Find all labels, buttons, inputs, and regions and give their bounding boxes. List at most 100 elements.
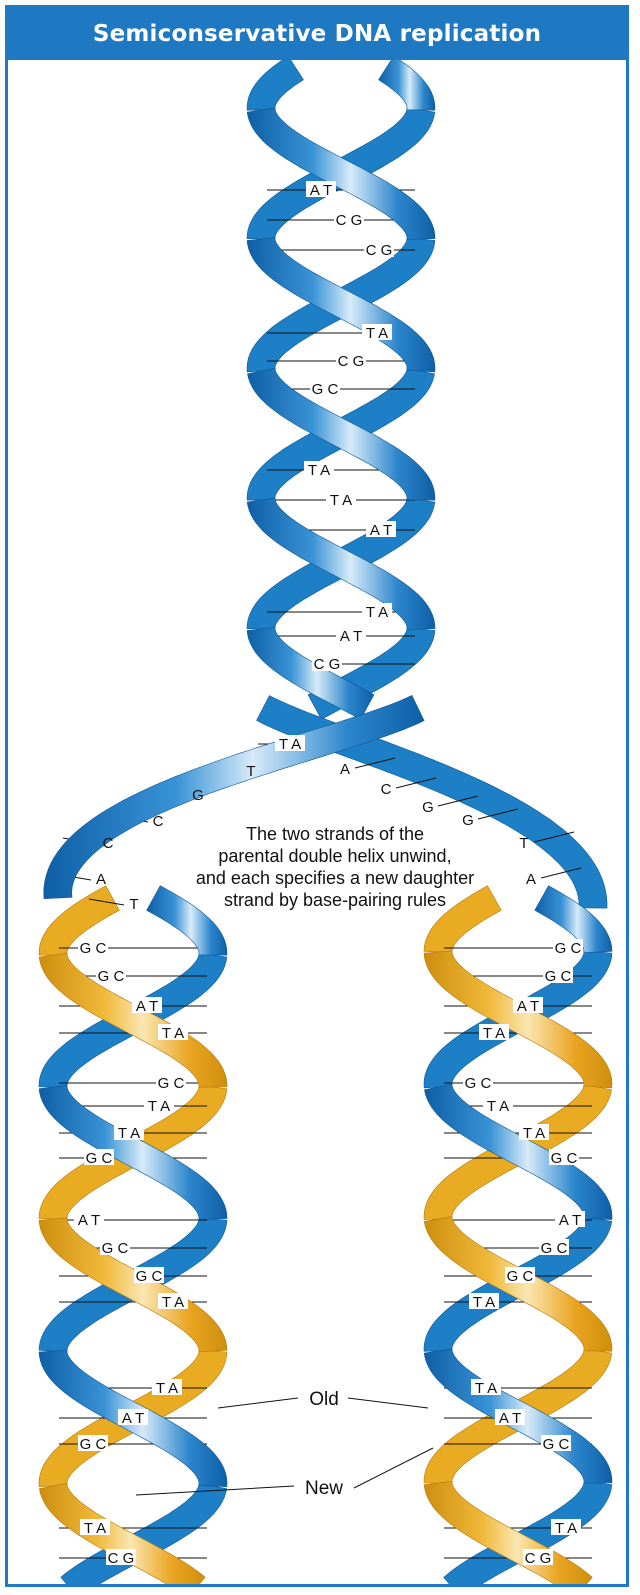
caption-line-1: The two strands of the	[246, 824, 424, 844]
base-pair-label-bg	[549, 1149, 579, 1165]
base-pair-label: G C	[312, 381, 339, 398]
base-pair-label: A T	[310, 182, 332, 199]
parental-strand-segment	[246, 107, 436, 240]
base-pair-label: T A	[148, 1098, 170, 1115]
base-pair-label-bg	[144, 1097, 174, 1113]
left-daughter-strand-segment	[38, 952, 228, 1088]
base-pair-label: C G	[336, 212, 363, 229]
base-pair-label: T A	[487, 1098, 509, 1115]
base-pair-label: T A	[330, 492, 352, 509]
base-pair-label: T A	[483, 1025, 505, 1042]
base-pair-label: G C	[543, 1436, 570, 1453]
base-pair-label: A T	[499, 1410, 521, 1427]
base-pair-label-bg	[505, 1267, 535, 1283]
base-tick	[437, 795, 479, 807]
base-pair-label: T A	[473, 1294, 495, 1311]
base-pair-label: G C	[541, 1240, 568, 1257]
right-daughter-strand-segment	[424, 1083, 613, 1220]
base-pair-label-bg	[74, 1211, 104, 1227]
base-pair-label: G C	[555, 940, 582, 957]
base-pair-label: T A	[366, 325, 388, 342]
caption-line-2: parental double helix unwind,	[218, 846, 451, 866]
base-pair-label: G C	[465, 1075, 492, 1092]
base-pair-label-bg	[471, 1379, 501, 1395]
base-pair-label-bg	[336, 627, 366, 643]
parental-strand-segment	[246, 627, 375, 720]
parental-strand-segment	[246, 497, 436, 630]
base-pair-label: T A	[118, 1125, 140, 1142]
base-pair-label: C G	[314, 656, 341, 673]
base-pair-label-bg	[118, 1409, 148, 1425]
base-pair-label-bg	[78, 1435, 108, 1451]
base-pair-label-bg	[100, 1239, 130, 1255]
fork-right-base: A	[526, 871, 536, 888]
fork-left-base: C	[153, 813, 164, 830]
fork-right-base: G	[422, 799, 434, 816]
base-pair-label-bg	[132, 997, 162, 1013]
base-pair-label-bg	[362, 603, 392, 619]
base-pair-label: T A	[523, 1125, 545, 1142]
base-pair-label-bg	[469, 1293, 499, 1309]
base-pair-label-bg	[158, 1024, 188, 1040]
base-pair-label-bg	[553, 939, 583, 955]
base-pair-label-bg	[513, 997, 543, 1013]
base-pair-label: G C	[551, 1150, 578, 1167]
base-pair-label: T A	[162, 1025, 184, 1042]
base-pair-label: A T	[370, 522, 392, 539]
base-pair-label-bg	[84, 1149, 114, 1165]
base-pair-label-bg	[336, 352, 366, 368]
parental-strand-segment	[247, 367, 436, 501]
fork-right-base: A	[340, 761, 350, 778]
base-pair-label: T A	[555, 1520, 577, 1537]
caption-line-3: and each specifies a new daughter	[196, 868, 474, 888]
base-pair-label-bg	[158, 1293, 188, 1309]
base-pair-label: T A	[84, 1520, 106, 1537]
base-tick	[540, 867, 582, 879]
fork-left-base: T	[246, 763, 255, 780]
base-pair-label: C G	[525, 1550, 552, 1567]
base-pair-label: C G	[366, 242, 393, 259]
right-daughter-strand-segment	[534, 885, 613, 954]
parental-strand-segment	[378, 55, 436, 111]
base-pair-label-bg	[275, 735, 305, 751]
old-strand-callout: Old	[217, 1389, 429, 1410]
left-daughter-strand-segment	[146, 885, 228, 956]
base-pair-label-bg	[304, 461, 334, 477]
fork-right-base: C	[381, 781, 392, 798]
base-pair-label-bg	[543, 967, 573, 983]
base-pair-label-bg	[364, 241, 394, 257]
base-pair-labels: A TC GC GT AC GG CT AT AA TT AA TC GT AT…	[74, 181, 585, 1567]
base-tick	[354, 757, 396, 769]
base-pair-label-bg	[312, 655, 342, 671]
base-pair-label: T A	[162, 1294, 184, 1311]
base-tick	[88, 898, 125, 906]
dna-replication-diagram: A TC GC GT AC GG CT AT AA TT AA TC GT AT…	[38, 55, 613, 1584]
base-pair-label-bg	[551, 1519, 581, 1535]
base-pair-label: A T	[517, 998, 539, 1015]
fork-left-base: T	[129, 896, 138, 913]
base-tick	[533, 831, 575, 843]
base-pair-label: T A	[366, 604, 388, 621]
base-pair-label: G C	[158, 1075, 185, 1092]
parental-strand-segment	[246, 55, 304, 111]
base-tick	[395, 777, 437, 789]
base-pair-label-bg	[96, 967, 126, 983]
base-pair-label-bg	[326, 491, 356, 507]
base-pair-label-bg	[334, 211, 364, 227]
base-pair-label: C G	[338, 353, 365, 370]
base-pair-label: G C	[80, 1436, 107, 1453]
base-pair-label: A T	[136, 998, 158, 1015]
left-daughter-strand-segment	[60, 1483, 227, 1584]
base-tick	[477, 808, 519, 820]
base-pair-label-bg	[366, 521, 396, 537]
base-pair-label: G C	[98, 968, 125, 985]
base-pair-label-bg	[78, 939, 108, 955]
fork-left-base: C	[103, 835, 114, 852]
base-pair-label-bg	[156, 1074, 186, 1090]
base-pair-label-bg	[106, 1549, 136, 1565]
base-pair-label-bg	[152, 1379, 182, 1395]
base-pair-label-bg	[362, 324, 392, 340]
left-daughter-strand-segment	[38, 1217, 228, 1353]
base-pair-label-bg	[495, 1409, 525, 1425]
